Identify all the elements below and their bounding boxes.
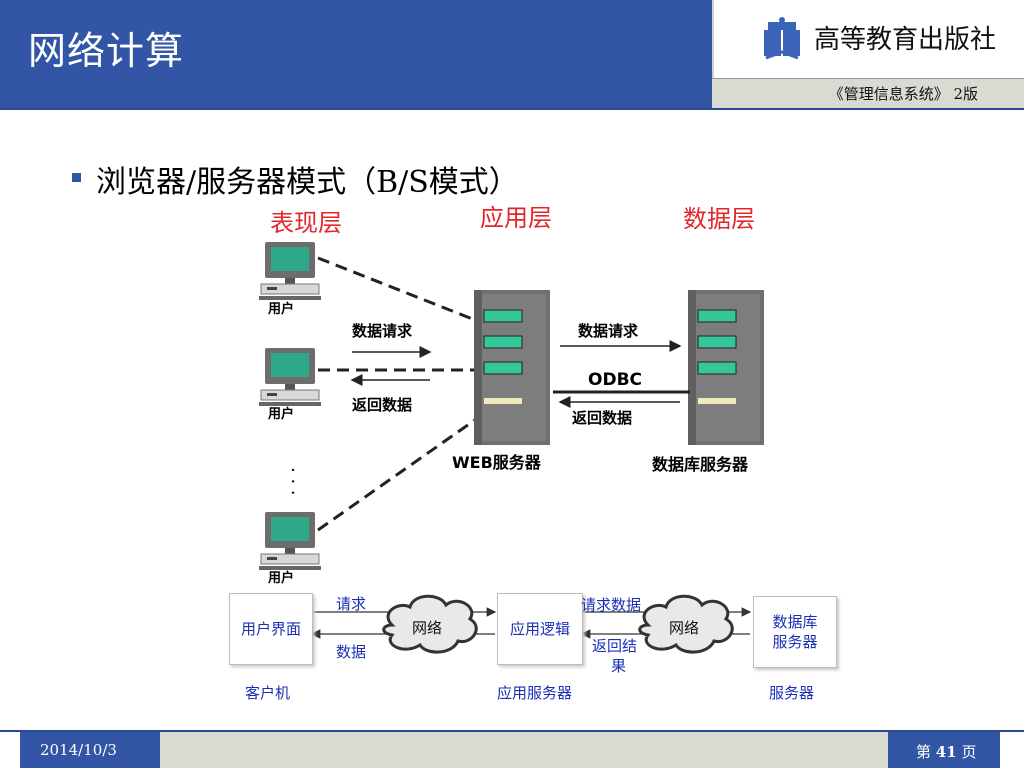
- computer-icon: [258, 241, 322, 301]
- page-suffix: 页: [961, 743, 977, 761]
- server-icon: [687, 289, 765, 446]
- footer-middle-bar: [160, 732, 888, 768]
- data-request-label-1: 数据请求: [352, 322, 413, 340]
- dashed-link-3: [317, 418, 476, 532]
- return-data-label-2: 返回数据: [572, 409, 632, 427]
- three-tier-diagram: [310, 594, 752, 654]
- slide-title: 网络计算: [28, 29, 185, 73]
- user-label-3: 用户: [267, 570, 294, 586]
- db-server-label: 数据库服务器: [652, 455, 749, 474]
- bullet-heading: 浏览器/服务器模式（B/S模式）: [96, 165, 519, 200]
- publisher-name: 高等教育出版社: [814, 25, 996, 55]
- user-label-1: 用户: [267, 301, 294, 317]
- db-server-box: 数据库 服务器: [753, 596, 837, 668]
- publisher-logo: 高等教育出版社: [764, 17, 996, 60]
- header-divider: [0, 108, 1024, 110]
- network-label-2: 网络: [669, 619, 700, 637]
- footer-date: 2014/10/3: [40, 741, 117, 759]
- app-server-label: 应用服务器: [497, 684, 573, 702]
- odbc-label: ODBC: [588, 370, 642, 390]
- return-result-label-2: 果: [611, 657, 627, 675]
- computer-icon: [258, 511, 322, 571]
- dashed-link-1: [317, 256, 476, 322]
- data-label: 数据: [336, 643, 367, 661]
- server-label: 服务器: [769, 684, 815, 702]
- vertical-dots: · · ·: [282, 467, 303, 496]
- ui-box: 用户界面: [229, 593, 313, 665]
- cloud-icon: [382, 594, 478, 654]
- footer-page-number: 第 41 页: [916, 741, 976, 762]
- header-bar: [0, 0, 712, 108]
- layer-presentation: 表现层: [270, 209, 342, 237]
- layer-application: 应用层: [480, 204, 552, 232]
- bullet-icon: [72, 173, 81, 182]
- request-label: 请求: [336, 595, 367, 613]
- request-data-label: 请求数据: [581, 596, 642, 614]
- return-data-label-1: 返回数据: [352, 396, 412, 414]
- layer-data: 数据层: [683, 205, 755, 233]
- book-title: 《管理信息系统》 2版: [828, 85, 978, 103]
- network-label-1: 网络: [412, 619, 443, 637]
- bs-architecture-diagram: 用户 用户 · · · 用户 数据请求 返回数据 WEB服务器 数据库服务器 数…: [258, 241, 765, 586]
- return-result-label-1: 返回结: [592, 637, 638, 655]
- user-label-2: 用户: [267, 406, 294, 422]
- footer-date-bar: [20, 732, 160, 768]
- footer-divider: [0, 730, 1024, 732]
- page-number: 41: [935, 743, 957, 761]
- client-label: 客户机: [245, 684, 291, 702]
- db-box-line1: 数据库: [772, 613, 818, 631]
- footer-page-bar: [888, 732, 1000, 768]
- book-title-bar: [712, 78, 1024, 109]
- computer-icon: [258, 347, 322, 407]
- app-logic-box: 应用逻辑: [497, 593, 583, 665]
- data-request-label-2: 数据请求: [578, 322, 639, 340]
- book-logo-icon: [764, 17, 800, 60]
- server-icon: [473, 289, 551, 446]
- publisher-logo-area: 高等教育出版社: [712, 0, 1024, 78]
- page-prefix: 第: [916, 743, 932, 761]
- cloud-icon: [638, 594, 734, 654]
- web-server-label: WEB服务器: [452, 453, 542, 472]
- db-box-line2: 服务器: [772, 633, 818, 651]
